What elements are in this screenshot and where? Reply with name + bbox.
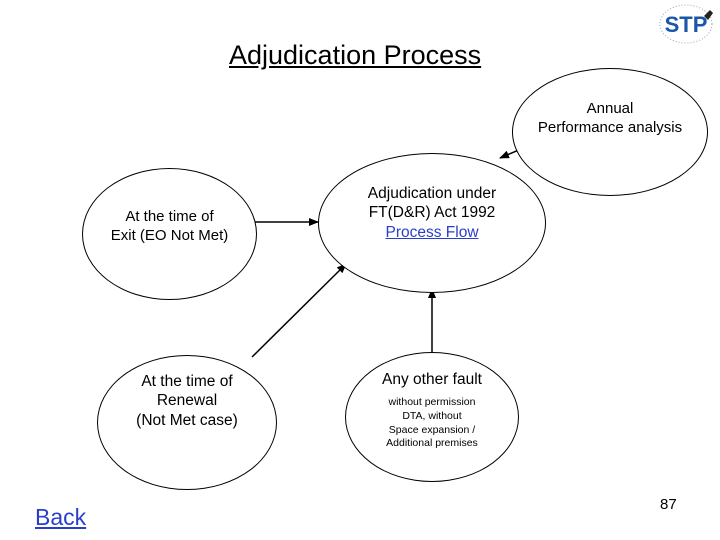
adjudication-line-1: Adjudication under [367,185,497,202]
process-flow-link[interactable]: Process Flow [385,223,479,241]
slide-title: Adjudication Process [229,40,482,70]
exit-node [82,168,257,300]
renewal-line-1: At the time of [141,373,233,390]
other-fault-line-2: DTA, without [402,410,462,423]
arrow-renewal-to-adjudication [251,263,347,358]
exit-line-1: At the time of [125,208,214,225]
other-fault-line-3: Space expansion / [388,423,476,436]
stp-logo: STP [659,4,713,44]
renewal-line-3: (Not Met case) [136,411,238,429]
page-number: 87 [660,496,677,513]
exit-line-2: Exit (EO Not Met) [110,226,229,244]
annual-performance-node [512,68,708,196]
other-fault-line-4: Additional premises [386,437,478,450]
annual-line-1: Annual [586,100,634,117]
adjudication-line-2: FT(D&R) Act 1992 [368,204,496,222]
other-fault-title: Any other fault [382,371,482,388]
adjudication-node [318,153,546,293]
renewal-node [97,355,277,490]
other-fault-line-1: without permission [388,396,476,409]
other-fault-node [345,352,519,482]
logo-text: STP [665,12,708,37]
back-link[interactable]: Back [35,504,87,530]
renewal-line-2: Renewal [156,392,218,410]
annual-line-2: Performance analysis [537,118,683,136]
